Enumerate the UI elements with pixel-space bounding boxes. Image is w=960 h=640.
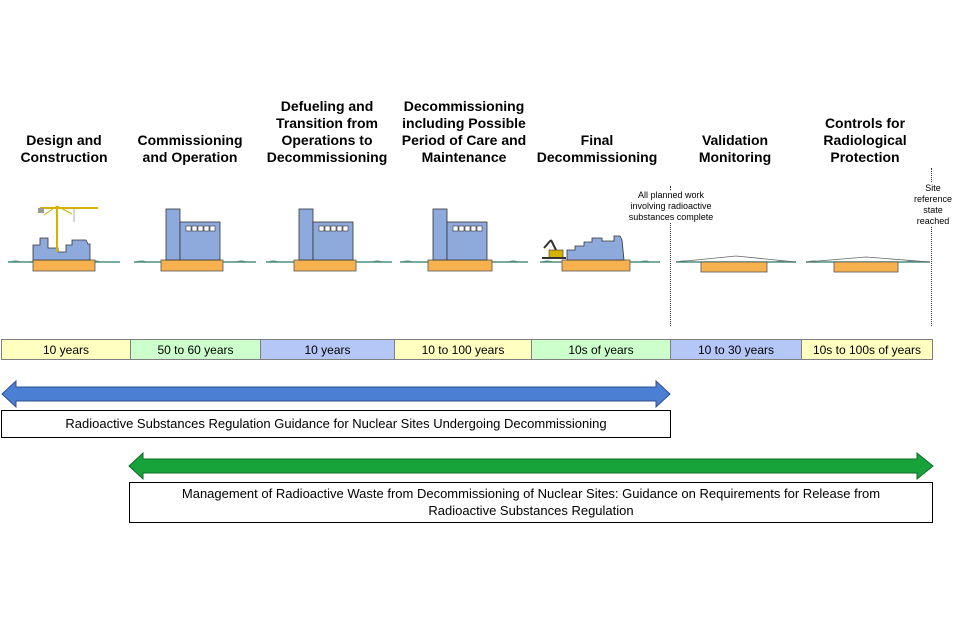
restored-site-icon (805, 256, 931, 273)
duration-label: 10s to 100s of years (812, 343, 922, 357)
duration-label: 10s of years (568, 343, 634, 357)
management-guidance-box: Management of Radioactive Waste from Dec… (129, 482, 933, 523)
stage-title-text: Defueling and Transition from Operations… (266, 98, 388, 165)
duration-cell: 10 to 30 years (670, 339, 802, 360)
planned-work-note: All planned work involving radioactive s… (616, 190, 726, 223)
duration-label: 10 to 30 years (697, 343, 775, 357)
stage-title-text: Design and Construction (20, 132, 108, 165)
duration-label: 10 years (304, 343, 351, 357)
stage-title-text: Commissioning and Operation (137, 132, 243, 165)
cleared-site-icon (675, 255, 797, 273)
stage-title-text: Decommissioning including Possible Perio… (401, 98, 527, 165)
duration-label: 10 years (42, 343, 90, 357)
care-maintenance-plant-icon (400, 208, 528, 272)
planned-work-note-text: All planned work involving radioactive s… (628, 190, 714, 222)
rsr-guidance-text: Radioactive Substances Regulation Guidan… (65, 416, 607, 431)
reference-state-note-text: Site reference state reached (913, 183, 953, 226)
operating-plant-icon (134, 208, 256, 272)
duration-label: 10 to 100 years (421, 343, 505, 357)
defueling-plant-icon (266, 208, 392, 272)
stage-title-text: Final Decommissioning (536, 132, 658, 165)
construction-site-icon (8, 205, 120, 272)
stage-title-design: Design and Construction (0, 132, 128, 166)
stage-title-validation: Validation Monitoring (670, 132, 800, 166)
stage-title-decommissioning: Decommissioning including Possible Perio… (396, 98, 532, 166)
stage-title-controls: Controls for Radiological Protection (800, 115, 930, 166)
rsr-guidance-box: Radioactive Substances Regulation Guidan… (1, 410, 671, 438)
planned-work-divider (670, 186, 671, 326)
duration-cell: 10 years (260, 339, 395, 360)
reference-state-divider (931, 168, 932, 326)
duration-cell: 50 to 60 years (130, 339, 261, 360)
stage-title-final: Final Decommissioning (532, 132, 662, 166)
duration-label: 50 to 60 years (157, 343, 234, 357)
duration-cell: 10s of years (531, 339, 671, 360)
management-guidance-arrow (128, 451, 934, 481)
duration-cell: 10s to 100s of years (801, 339, 933, 360)
demolition-site-icon (540, 235, 660, 272)
management-guidance-text: Management of Radioactive Waste from Dec… (181, 486, 881, 518)
reference-state-note: Site reference state reached (908, 183, 958, 227)
rsr-guidance-arrow (1, 379, 671, 409)
stage-title-commissioning: Commissioning and Operation (126, 132, 254, 166)
stage-illustrations (8, 205, 931, 273)
stage-title-defueling: Defueling and Transition from Operations… (262, 98, 392, 166)
duration-cell: 10 years (1, 339, 131, 360)
stage-title-text: Validation Monitoring (698, 132, 772, 165)
stage-title-text: Controls for Radiological Protection (823, 115, 907, 165)
duration-cell: 10 to 100 years (394, 339, 532, 360)
